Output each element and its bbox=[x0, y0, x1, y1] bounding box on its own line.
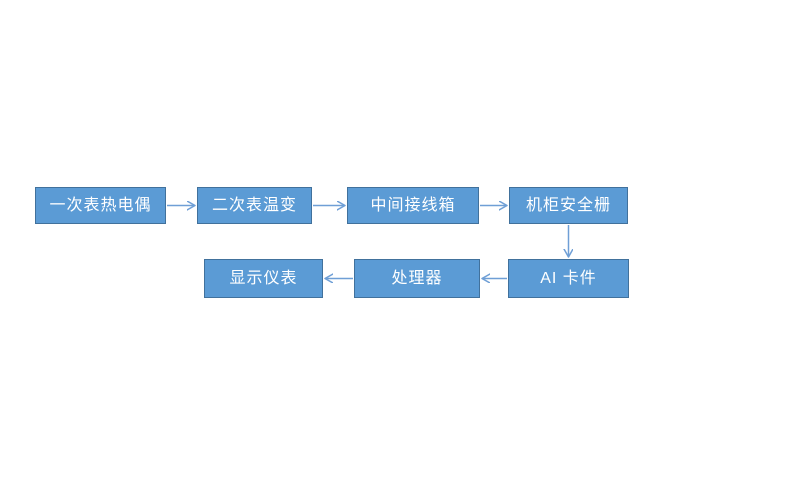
node-cabinet-safety-barrier: 机柜安全栅 bbox=[509, 187, 628, 224]
node-display-instrument: 显示仪表 bbox=[204, 259, 323, 298]
node-label-primary-thermocouple: 一次表热电偶 bbox=[49, 196, 152, 214]
node-label-display-instrument: 显示仪表 bbox=[229, 269, 298, 287]
node-processor: 处理器 bbox=[354, 259, 480, 298]
node-label-cabinet-safety-barrier: 机柜安全栅 bbox=[525, 196, 611, 214]
node-label-ai-card: AI 卡件 bbox=[540, 269, 597, 287]
node-ai-card: AI 卡件 bbox=[508, 259, 629, 298]
node-primary-thermocouple: 一次表热电偶 bbox=[35, 187, 166, 224]
node-label-intermediate-junction-box: 中间接线箱 bbox=[370, 196, 456, 214]
node-label-secondary-temp-transmitter: 二次表温变 bbox=[211, 196, 297, 214]
node-secondary-temp-transmitter: 二次表温变 bbox=[197, 187, 312, 224]
node-label-processor: 处理器 bbox=[391, 269, 443, 287]
node-intermediate-junction-box: 中间接线箱 bbox=[347, 187, 479, 224]
